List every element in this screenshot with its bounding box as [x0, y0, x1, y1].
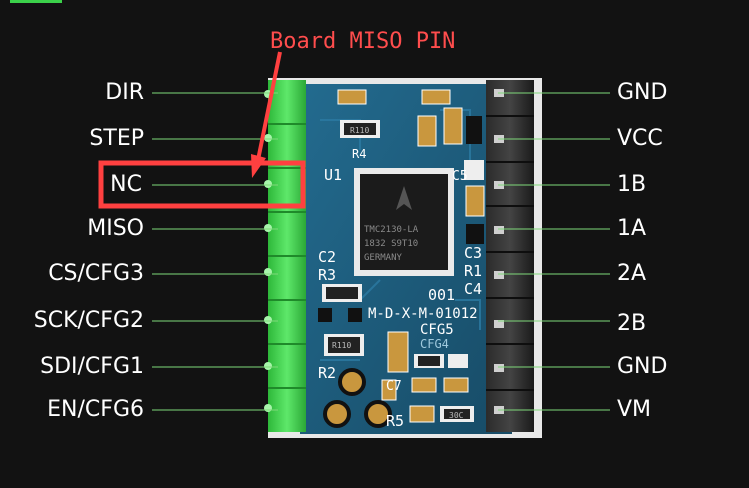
right-pin-vm: VM — [617, 397, 652, 422]
chip-marking: TMC2130-LA 1832 S9T10 GERMANY — [364, 225, 419, 263]
left-pin-cs-cfg3: CS/CFG3 — [48, 261, 144, 286]
silkscreen-text: U1 C2 R3 R2 C3 R1 C4 C5 C7 R4 R5 001 M-D… — [318, 147, 482, 430]
left-pin-dir: DIR — [105, 80, 144, 105]
silk-r5: R5 — [386, 412, 404, 430]
left-pin-nc: NC — [110, 172, 142, 197]
chip-line2: 1832 S9T10 — [364, 239, 418, 249]
silk-c4: C4 — [464, 280, 482, 298]
left-pin-sck-cfg2: SCK/CFG2 — [33, 308, 144, 333]
res-code-30c: 30C — [449, 411, 464, 420]
left-pin-sdi-cfg1: SDI/CFG1 — [40, 354, 144, 379]
silk-r1: R1 — [464, 262, 482, 280]
silk-c5: C5 — [452, 169, 468, 184]
silk-c3: C3 — [464, 244, 482, 262]
silk-cfg5: CFG5 — [420, 322, 454, 338]
nc-highlight-box — [98, 160, 306, 209]
res-code-a: R110 — [350, 126, 369, 135]
silk-model: M-D-X-M-01012 — [368, 306, 478, 322]
right-pin-gnd-bottom: GND — [617, 354, 668, 379]
chip-line1: TMC2130-LA — [364, 225, 419, 235]
res-code-b: R110 — [332, 341, 351, 350]
left-green-header — [264, 80, 306, 432]
annotation-arrow-head — [251, 154, 266, 178]
resistor-codes: R110 R110 30C — [332, 126, 464, 420]
chip-line3: GERMANY — [364, 253, 403, 263]
annotation-text: Board MISO PIN — [270, 29, 456, 54]
tmc2130-chip — [354, 168, 454, 276]
right-pin-1a: 1A — [617, 216, 647, 241]
left-pin-en-cfg6: EN/CFG6 — [47, 397, 144, 422]
right-pin-2b: 2B — [617, 311, 647, 336]
left-pin-step: STEP — [89, 126, 144, 151]
silk-c2: C2 — [318, 248, 336, 266]
leader-lines — [152, 92, 610, 411]
annotation-arrow-line — [256, 51, 282, 161]
top-edge-marker — [10, 0, 62, 3]
silk-r4: R4 — [352, 147, 366, 161]
right-pin-vcc: VCC — [617, 126, 663, 151]
silk-u1: U1 — [324, 166, 342, 184]
silk-c7: C7 — [386, 379, 402, 394]
right-pin-2a: 2A — [617, 261, 647, 286]
silk-r2: R2 — [318, 364, 336, 382]
right-pin-gnd-top: GND — [617, 80, 668, 105]
silk-cfg4: CFG4 — [420, 337, 449, 351]
right-black-header — [486, 80, 534, 432]
silk-id: 001 — [428, 286, 455, 304]
smd-components — [318, 89, 485, 428]
right-pin-1b: 1B — [617, 172, 647, 197]
silk-r3: R3 — [318, 266, 336, 284]
left-pin-miso: MISO — [87, 216, 144, 241]
